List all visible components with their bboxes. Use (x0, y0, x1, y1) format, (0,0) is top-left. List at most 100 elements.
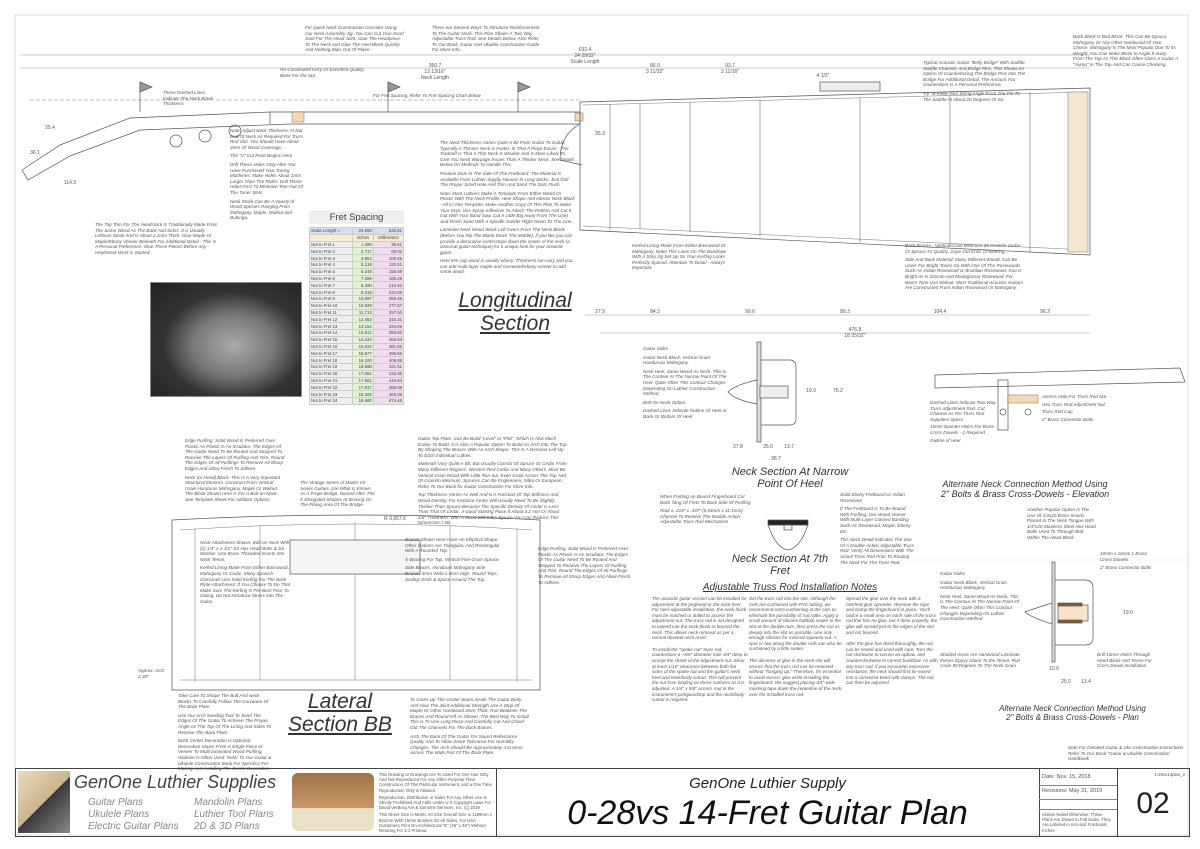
fret-label: Nut to Fret 2 (309, 247, 353, 256)
lat-note-purfling-left: Edge Purfling: Solid Wood Is Preferred O… (185, 438, 285, 471)
heel-dim-4: 38.7 (771, 456, 781, 462)
fret-mm: 474.46 (372, 396, 405, 405)
longitudinal-body (20, 54, 1091, 334)
fret-label: Nut to Fret 6 (309, 274, 353, 283)
heel-labels-column: Guitar Sides Guitar Neck Block, Vertical… (643, 346, 728, 420)
heel-label-dashed: Dashed Lines Indicate Outline Of Heel At… (643, 408, 727, 419)
fret-mm: 35.51 (372, 240, 405, 249)
legal-3: This Sheet Size Is Metric A0 Size Overal… (379, 812, 492, 834)
elev-label-dashed: Dashed Lines Indicate Two-Way Truss Adju… (930, 400, 996, 422)
fret-mm: 185.29 (372, 274, 405, 283)
fret-label: Nut to Fret 14 (309, 328, 353, 337)
elev-note-inserts: Another Popular Option Is The Use Of 1/4… (1027, 507, 1096, 540)
fret-mm: 381.56 (372, 342, 405, 351)
fret-inches: 15.577 (352, 349, 374, 358)
heel-label-bolt-on: Bolt-On Neck Option (643, 399, 686, 405)
sheet-number: 02 (1136, 787, 1170, 820)
fret-inches: 6.248 (352, 267, 374, 276)
heel-label-sides: Guitar Sides (643, 346, 669, 351)
heel-label-neck-heel: Neck Heel, Same Wood As Neck. This Is Th… (643, 368, 727, 397)
fret-label: Nut to Fret 7 (309, 281, 353, 290)
title-panel: GenOne Luthier Supply 0-28vs 14-Fret Gui… (496, 769, 1040, 836)
fret-mm: 421.51 (372, 362, 405, 371)
plan-dim-4: 19.0 (1123, 610, 1133, 616)
plan-right-labels-column: 10mm x 16mm L Brass Cross Dowels 2" Bras… (1100, 551, 1160, 571)
lateral-back-notes-column: Take Care To Shape The Butt And Neck Blo… (178, 693, 273, 772)
elev-label-bolts: 2" Brass Connector Bolts (1042, 416, 1094, 422)
fret-spacing-title: Fret Spacing (309, 211, 404, 224)
fret7-label-channel: Rout a .218" x .437" (5.54mm x 11.1mm) C… (660, 508, 743, 525)
dim-6: 84.3 (650, 309, 660, 315)
truss-note-2: To install the "spoke nut" truss rod, co… (652, 646, 748, 703)
note-kerfed-lining: Kerfed Lining Made From Either Basswood … (632, 243, 726, 271)
lateral-top-notes-column: Guitar Top Plate. Can Be Build "Level" o… (418, 436, 568, 526)
brand-name: GenOne Luthier Supplies (74, 772, 277, 792)
fret7-label-tang: When Fretting An Bound Fingerboard Cut B… (660, 494, 751, 505)
heading-truss-rod-notes: Adjustable Truss Rod Installation Notes (702, 582, 878, 593)
plan-title: 0-28vs 14-Fret Guitar Plan (567, 794, 968, 832)
fret-inches: 7.296 (352, 274, 374, 283)
truss-notes-column-2: Set the truss rod into the slot. Althoug… (749, 596, 845, 697)
lat-note-neck-block: Neck (or Head) Block. This Is A Very Imp… (185, 474, 280, 502)
lat-note-center-seam: To Cover Up The Center Seam Inside The G… (410, 697, 529, 730)
fret-inches: 17.501 (352, 376, 374, 385)
legal-1: This Drawing or Drawings Are To Used For… (379, 772, 492, 793)
fret-label: Nut to Fret 10 (309, 301, 353, 310)
fret-inches: 13.152 (352, 322, 374, 330)
book-note: Note For Detailed Guitar & Uke Construct… (1068, 745, 1184, 762)
elev-label-heel: Outline of Heel (930, 437, 961, 443)
fret-mm: 130.51 (372, 260, 405, 269)
elev-label-cap: Truss Rod Cap (1042, 409, 1073, 415)
fret-inches: 18.680 (352, 396, 374, 405)
plan-label-bolts: 2" Brass Connector Bolts (1100, 565, 1152, 571)
fret7-label-detail: This Neck Detail Indicates The Use Of A … (840, 537, 914, 565)
plan-label-dowels: 10mm x 16mm L Brass Cross Dowels (1100, 551, 1148, 562)
truss-note-1: The acoustic guitar version can be insta… (652, 596, 747, 641)
fret-inches: 10.097 (352, 294, 374, 303)
sheet-panel: 1-28vs14plan_2 02 (1117, 769, 1189, 836)
note-position-dots: Position Dots In The Side Of The Fretboa… (440, 170, 569, 188)
note-template: Note: Most Luthiers Make A Template From… (440, 190, 575, 224)
neck-7th-section (767, 519, 809, 551)
lat-note-neck-attachment: Neck Attachment Shown: Bolt-on Neck With… (200, 540, 290, 562)
note-nut: Re-Constituted Ivory Or Excellent Qualit… (280, 67, 364, 78)
fret-mm: 256.46 (372, 294, 405, 303)
revisions: Revisions: May 31, 2019 (1042, 788, 1103, 794)
fret-label: Nut to Fret 9 (309, 294, 353, 303)
truss-note-4: The absence of glue in the neck slot wil… (749, 657, 843, 697)
elev-right-labels-column: Access Hole For Truss Rod Nut Hex Truss … (1042, 394, 1117, 422)
dim-7: 99.6 (745, 309, 755, 315)
elev-left-labels-column: Dashed Lines Indicate Two-Way Truss Adju… (930, 400, 998, 443)
guitar-body-photo (150, 282, 302, 397)
truss-notes-column-1: The acoustic guitar version can be insta… (652, 596, 748, 703)
note-neck-stock: Neck Stock Can Be A Variety of Wood Spec… (230, 198, 295, 221)
fret-label: Nut to Fret 18 (309, 356, 353, 364)
fret-mm: 158.69 (372, 267, 405, 276)
fret-inches: 3.963 (352, 254, 374, 262)
lat-note-arch-sanding: Use Our Arch Sanding Tool To Sand The Ed… (178, 712, 272, 735)
dim-9: 104.4 (933, 309, 947, 315)
note-neck-thickness-adjust: Note: Adjust Neck Thickness At Nut End O… (230, 128, 304, 150)
fret-mm: 395.65 (372, 349, 405, 358)
note-headstock-trim: The Top Trim For The Headstock Is Tradit… (95, 222, 218, 255)
lateral-section (171, 514, 541, 691)
